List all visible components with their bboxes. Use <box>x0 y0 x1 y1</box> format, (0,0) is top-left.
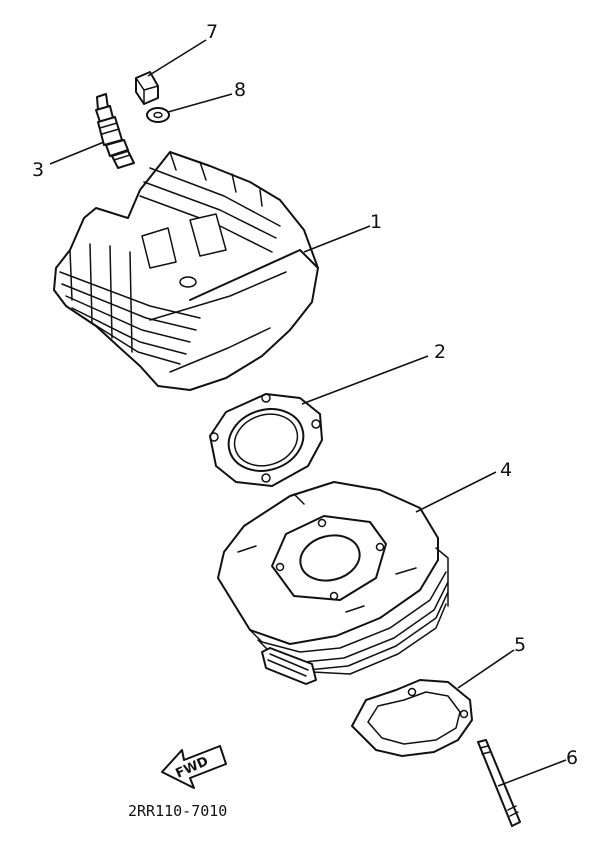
part-6-stud-bolt <box>477 739 521 827</box>
diagram-code: 2RR110-7010 <box>128 802 227 820</box>
callout-8: 8 <box>234 79 246 101</box>
callout-6: 6 <box>566 747 578 769</box>
part-3-spark-plug <box>95 93 135 169</box>
callout-4: 4 <box>500 459 512 481</box>
part-8-washer <box>146 107 170 123</box>
part-5-base-gasket <box>351 679 473 757</box>
part-7-cap-nut <box>135 71 159 105</box>
leader-lines <box>49 39 567 787</box>
callout-2: 2 <box>434 341 446 363</box>
fwd-direction-arrow: FWD <box>161 745 227 789</box>
part-4-cylinder <box>217 481 449 685</box>
callout-1: 1 <box>370 211 382 233</box>
callout-3: 3 <box>32 159 44 181</box>
part-1-cylinder-head <box>53 151 319 391</box>
callout-7: 7 <box>206 21 218 43</box>
part-2-head-gasket <box>209 393 323 487</box>
callout-5: 5 <box>514 634 526 656</box>
